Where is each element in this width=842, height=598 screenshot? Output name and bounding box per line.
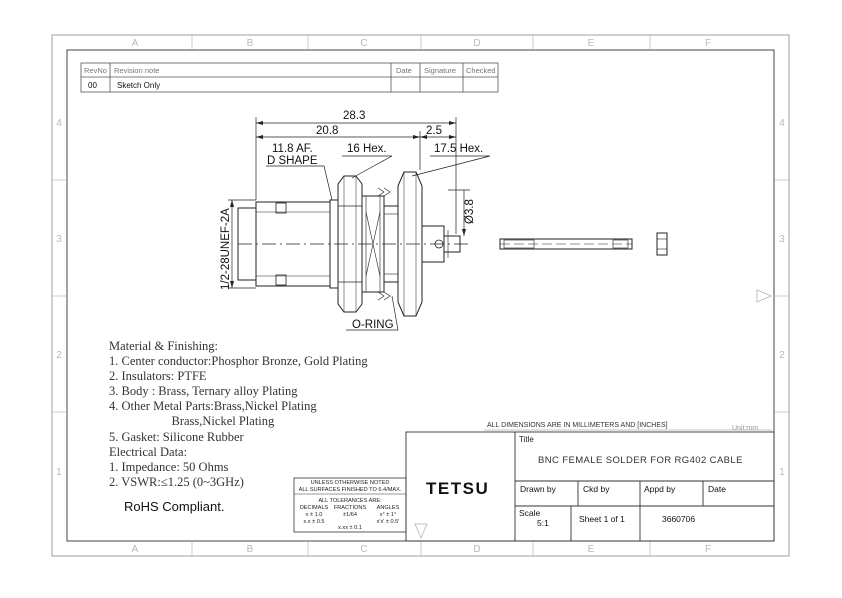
notes-line: 4. Other Metal Parts:Brass,Nickel Platin… — [109, 399, 317, 414]
row-label-left: 4 — [56, 118, 62, 129]
ckd-by-label: Ckd by — [583, 484, 610, 494]
col-label-bottom: F — [705, 544, 711, 555]
notes-line: Brass,Nickel Plating — [109, 414, 275, 429]
rev-cell: Sketch Only — [117, 81, 160, 90]
tol-header-ang: ANGLES — [377, 505, 400, 511]
tol-dec2: x.x ± 0.5 — [303, 519, 324, 525]
rev-header: Checked — [466, 66, 496, 75]
col-label-top: B — [247, 38, 254, 49]
drawn-by-label: Drawn by — [520, 484, 557, 494]
rev-header: Signature — [424, 66, 456, 75]
dimension-arrows — [230, 121, 466, 288]
dimension-labels: 28.3 20.8 2.5 11.8 AF. D SHAPE 16 Hex. 1… — [220, 110, 483, 331]
col-label-top: A — [132, 38, 139, 49]
notes-line: Electrical Data: — [109, 444, 188, 459]
tol-ang2: x'x' ± 0.5' — [377, 519, 400, 525]
tol-line2: ALL SURFACES FINISHED TO 6.4/MAX. — [299, 487, 402, 493]
dim-hex16: 16 Hex. — [347, 143, 387, 155]
dim-body: 20.8 — [316, 125, 338, 137]
row-label-left: 1 — [56, 467, 62, 478]
col-label-bottom: D — [473, 544, 480, 555]
dim-pin-dia: Ø3.8 — [464, 199, 476, 224]
tol-line1: UNLESS OTHERWISE NOTED — [311, 480, 390, 486]
scale-value: 5:1 — [537, 518, 549, 528]
tol-dec1: x ± 1.0 — [306, 512, 323, 518]
row-label-left: 2 — [56, 350, 62, 361]
outer-frame — [51, 34, 790, 557]
notes-line: 1. Center conductor:Phosphor Bronze, Gol… — [109, 354, 368, 369]
unit-label: Unit:mm — [732, 425, 758, 432]
rev-header: RevNo — [84, 66, 107, 75]
scale-label: Scale — [519, 508, 541, 518]
rev-header: Revision note — [114, 66, 159, 75]
dim-flange: 2.5 — [426, 125, 442, 137]
notes-line: 3. Body : Brass, Ternary alloy Plating — [109, 384, 298, 399]
dim-overall: 28.3 — [343, 110, 365, 122]
row-label-right: 4 — [779, 118, 785, 129]
dim-d-shape: D SHAPE — [267, 155, 318, 167]
col-label-top: E — [588, 38, 595, 49]
col-label-bottom: B — [247, 544, 254, 555]
drawing-number: 3660706 — [662, 514, 695, 524]
tol-ang1: x° ± 1° — [380, 512, 397, 518]
col-label-bottom: E — [588, 544, 595, 555]
notes-line: 5. Gasket: Silicone Rubber — [109, 429, 244, 444]
row-label-right: 2 — [779, 350, 785, 361]
material-notes: Material & Finishing: 1. Center conducto… — [109, 339, 368, 490]
all-dims-note: ALL DIMENSIONS ARE IN MILLIMETERS AND [I… — [487, 422, 668, 429]
company-logo-text: TETSU — [426, 479, 489, 498]
tol-frac2: x.xx ± 0.1 — [338, 525, 362, 531]
col-label-top: D — [473, 38, 480, 49]
tol-header-dec: DECIMALS — [300, 505, 329, 511]
revision-table: RevNo Revision note Date Signature Check… — [80, 62, 499, 93]
dim-oring: O-RING — [352, 319, 394, 331]
tol-frac1: ±1/64 — [343, 512, 357, 518]
col-label-top: C — [360, 38, 367, 49]
rev-cell: 00 — [88, 81, 97, 90]
col-label-bottom: A — [132, 544, 139, 555]
col-label-bottom: C — [360, 544, 367, 555]
connector-drawing — [237, 171, 668, 317]
centering-arrow-bottom-icon — [414, 523, 428, 539]
appd-by-label: Appd by — [644, 484, 676, 494]
tolerance-block: UNLESS OTHERWISE NOTED ALL SURFACES FINI… — [293, 477, 407, 533]
drawing-title: BNC FEMALE SOLDER FOR RG402 CABLE — [538, 455, 743, 466]
title-label: Title — [519, 435, 534, 444]
dim-thread: 1/2-28UNEF-2A — [220, 208, 232, 290]
date-label: Date — [708, 484, 726, 494]
row-label-right: 1 — [779, 467, 785, 478]
grid-ticks — [52, 35, 789, 556]
centering-arrow-icon — [756, 289, 772, 303]
tol-header-frac: FRACTIONS — [334, 505, 367, 511]
tol-line3: ALL TOLERANCES ARE: — [318, 498, 382, 504]
dim-af: 11.8 AF. — [272, 143, 313, 155]
notes-line: 1. Impedance: 50 Ohms — [109, 459, 229, 474]
notes-line: 2. VSWR:≤1.25 (0~3GHz) — [109, 474, 244, 489]
rev-header: Date — [396, 66, 412, 75]
notes-line: 2. Insulators: PTFE — [109, 369, 207, 384]
col-label-top: F — [705, 38, 711, 49]
row-label-right: 3 — [779, 234, 785, 245]
dimension-lines — [228, 117, 491, 331]
row-label-left: 3 — [56, 234, 62, 245]
rohs-note: RoHS Compliant. — [124, 499, 225, 514]
title-block: ALL DIMENSIONS ARE IN MILLIMETERS AND [I… — [405, 422, 775, 542]
dim-hex175: 17.5 Hex. — [434, 143, 483, 155]
notes-title: Material & Finishing: — [109, 339, 219, 353]
sheet-number: Sheet 1 of 1 — [579, 514, 625, 524]
